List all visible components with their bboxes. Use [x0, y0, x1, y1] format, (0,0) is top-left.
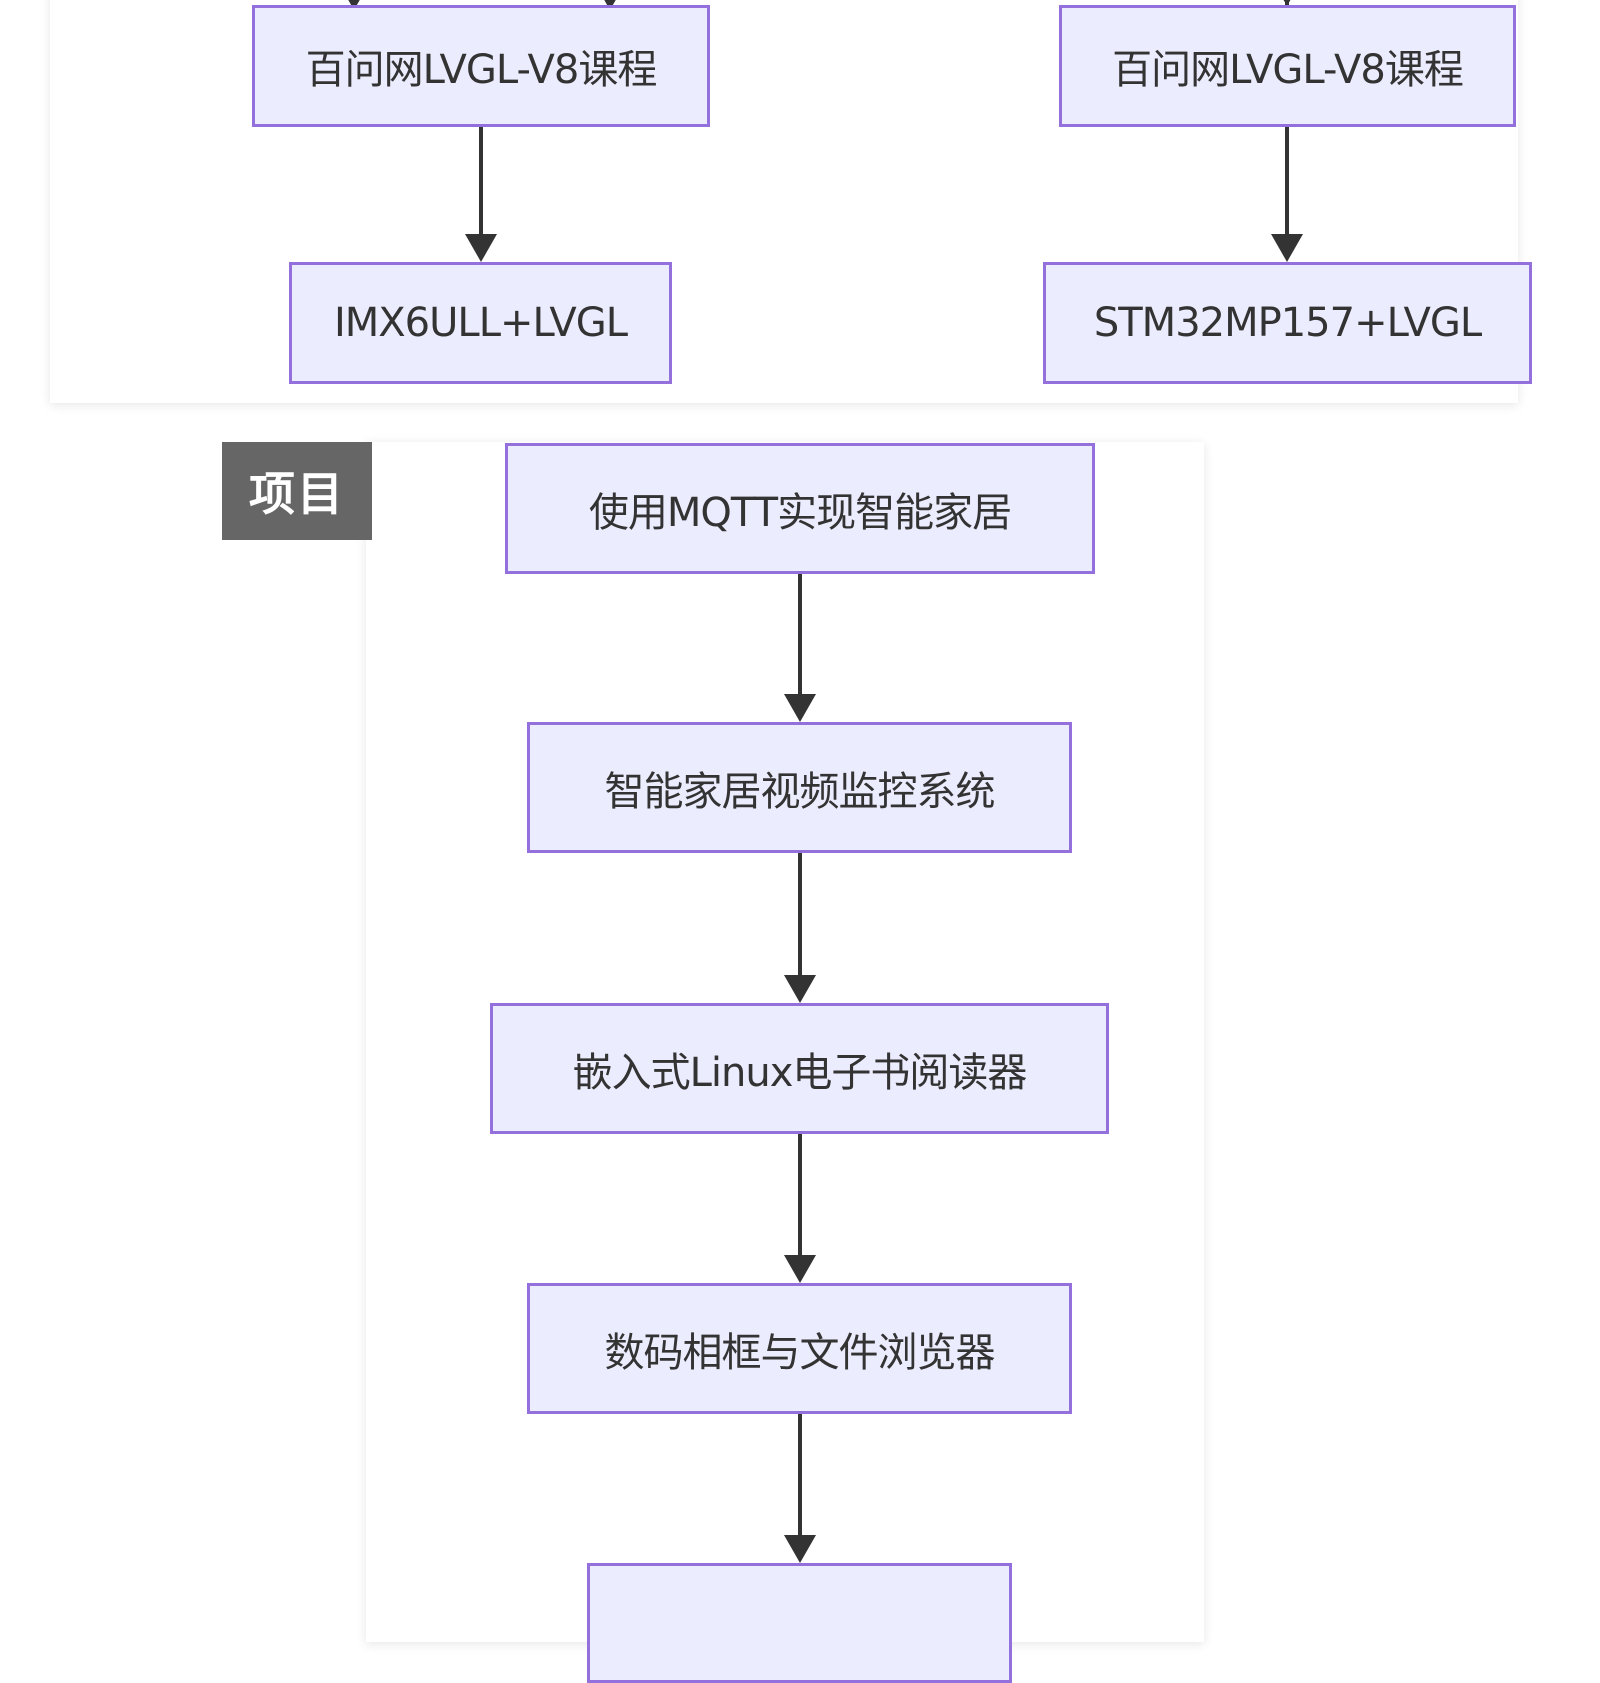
node-next-cut-off[interactable]: [587, 1563, 1012, 1683]
project-section-label: 项目: [222, 442, 372, 540]
arrowhead-stm32mp157: [1271, 234, 1303, 262]
edge-video-monitoring-to-ebook-reader: [798, 853, 802, 976]
node-label: 使用MQTT实现智能家居: [588, 489, 1012, 536]
node-label: 嵌入式Linux电子书阅读器: [572, 1049, 1028, 1096]
arrowhead-ebook-reader: [784, 975, 816, 1003]
node-linux-ebook-reader[interactable]: 嵌入式Linux电子书阅读器: [490, 1003, 1109, 1134]
arrowhead-photo-frame: [784, 1255, 816, 1283]
node-label: 数码相框与文件浏览器: [604, 1329, 996, 1376]
node-label: STM32MP157+LVGL: [1093, 300, 1482, 346]
node-label: 智能家居视频监控系统: [604, 768, 996, 815]
arrowhead-imx6ull: [465, 234, 497, 262]
node-lvgl-v8-course-right[interactable]: 百问网LVGL-V8课程: [1059, 5, 1516, 127]
node-lvgl-v8-course-left[interactable]: 百问网LVGL-V8课程: [252, 5, 710, 127]
edge-photo-frame-to-next: [798, 1414, 802, 1538]
node-label: 百问网LVGL-V8课程: [1112, 47, 1464, 93]
node-label: 百问网LVGL-V8课程: [305, 47, 658, 93]
arrowhead-next-node: [784, 1535, 816, 1563]
node-mqtt-smart-home[interactable]: 使用MQTT实现智能家居: [505, 443, 1095, 574]
edge-ebook-reader-to-photo-frame: [798, 1134, 802, 1256]
incoming-arrowhead-right: [1271, 0, 1303, 6]
node-imx6ull-lvgl[interactable]: IMX6ULL+LVGL: [289, 262, 672, 384]
node-smart-home-video-monitoring[interactable]: 智能家居视频监控系统: [527, 722, 1072, 853]
arrowhead-video-monitoring: [784, 694, 816, 722]
node-digital-photo-frame-file-browser[interactable]: 数码相框与文件浏览器: [527, 1283, 1072, 1414]
edge-lvgl-course-to-stm32mp157: [1285, 127, 1289, 237]
node-stm32mp157-lvgl[interactable]: STM32MP157+LVGL: [1043, 262, 1532, 384]
node-label: IMX6ULL+LVGL: [333, 300, 628, 346]
edge-lvgl-course-to-imx6ull: [479, 127, 483, 237]
edge-mqtt-to-video-monitoring: [798, 574, 802, 696]
